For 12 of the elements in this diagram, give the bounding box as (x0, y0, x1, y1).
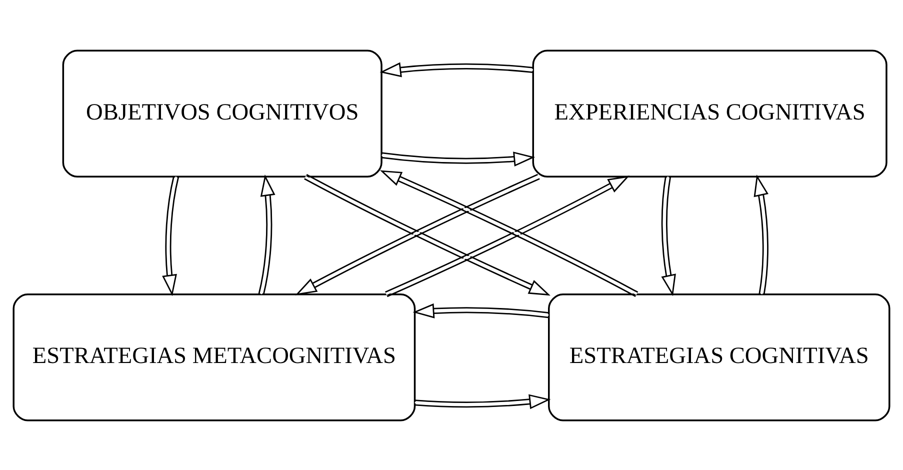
arrow (661, 176, 676, 296)
arrow (162, 175, 180, 296)
arrow (754, 174, 768, 294)
arrow (380, 62, 534, 77)
node-box: ESTRATEGIAS METACOGNITIVAS (12, 293, 416, 421)
arrow (414, 394, 551, 409)
node-box: EXPERIENCIAS COGNITIVAS (532, 49, 888, 177)
node-box: ESTRATEGIAS COGNITIVAS (548, 293, 890, 421)
arrow (381, 151, 536, 166)
arrow (412, 302, 549, 318)
node-box: OBJETIVOS COGNITIVOS (62, 49, 382, 177)
arrow (258, 174, 276, 294)
